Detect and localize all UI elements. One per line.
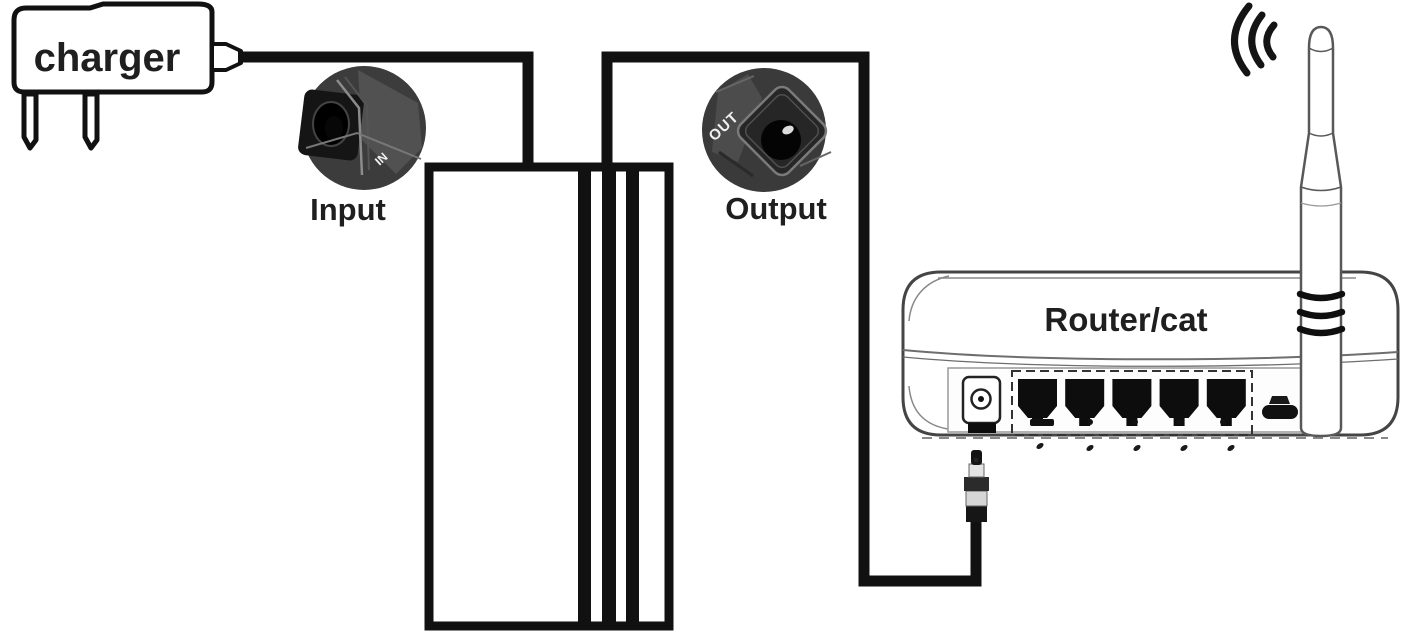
edge-highlight-line [305,131,422,160]
ethernet-group-outline [1011,370,1253,436]
router-foot-mark [1180,444,1188,452]
charger-prong [21,91,39,151]
dc-jack-base [968,423,996,433]
edge-highlight-line [344,76,370,171]
output-callout: OUT Output [702,68,832,226]
dc-plug-neck [968,463,985,478]
router-foot-mark [973,457,979,463]
ups-box-stripe [626,167,639,626]
edge-highlight-line [336,79,364,176]
input-callout: IN Input [298,66,426,227]
router: Router/cat [901,270,1400,463]
port-mark [1132,419,1138,425]
dc-jack-pin [978,396,984,402]
dc-plug-band [965,490,988,507]
charger-body [11,1,215,95]
edge-highlight-line [799,151,832,167]
edge-highlight-line [715,75,755,93]
ups-box [424,162,674,631]
charger-unit: charger [11,1,243,151]
antenna [1296,25,1346,438]
input-label: Input [310,192,386,227]
output-label: Output [725,191,827,226]
port-mark [1030,419,1054,426]
antenna-seam [1300,202,1342,207]
output-power-wire [601,51,982,587]
port-mark [1220,419,1226,425]
output-photo-surface [712,74,762,162]
charger-prong [82,91,100,151]
antenna-seam [1300,186,1342,192]
ethernet-ports [1018,379,1246,426]
output-port-frame-inner [744,93,820,169]
router-dc-jack [961,375,1002,433]
router-label: Router/cat [1044,301,1207,338]
dc-plug [964,450,989,522]
input-photo-surface [358,70,422,174]
antenna-seam [1308,132,1334,137]
router-foot-mark [1036,442,1044,450]
antenna-band [1296,290,1346,302]
charger-cord-nub [210,42,243,72]
wifi-arc [1263,21,1278,61]
ups-box-stripe [578,167,591,626]
dc-plug-tip [971,450,982,465]
router-foot-mark [1227,444,1235,452]
wifi-arc [1248,11,1266,69]
router-foot-mark [1086,444,1094,452]
dc-plug-body [964,477,989,491]
reset-button [1262,396,1298,419]
ethernet-port [1159,379,1199,426]
ethernet-port [1112,379,1152,426]
antenna-band [1296,325,1346,337]
ethernet-port [1018,379,1057,426]
antenna-seam [1308,47,1334,53]
charger-label: charger [34,36,181,80]
ethernet-port [1206,379,1246,426]
input-power-wire [238,51,534,172]
reset-button-bar [1262,405,1298,419]
port-mark [1087,419,1093,425]
wifi-waves-icon [1231,2,1278,77]
ups-box-stripe [602,167,616,626]
dc-plug-cable [966,506,987,522]
edge-shadow-line [718,150,754,178]
wifi-arc [1231,2,1253,77]
antenna-outline [1299,25,1343,438]
reset-button-cap [1269,396,1290,404]
router-foot-mark [1133,444,1141,452]
router-left-curve [908,385,949,430]
ethernet-port [1065,379,1105,426]
output-jack-highlight [782,125,794,135]
input-jack-hole-center [325,116,343,140]
output-jack-hole [761,120,801,160]
router-left-curve [908,275,950,322]
port-mark [1176,419,1182,425]
antenna-band [1296,308,1346,320]
